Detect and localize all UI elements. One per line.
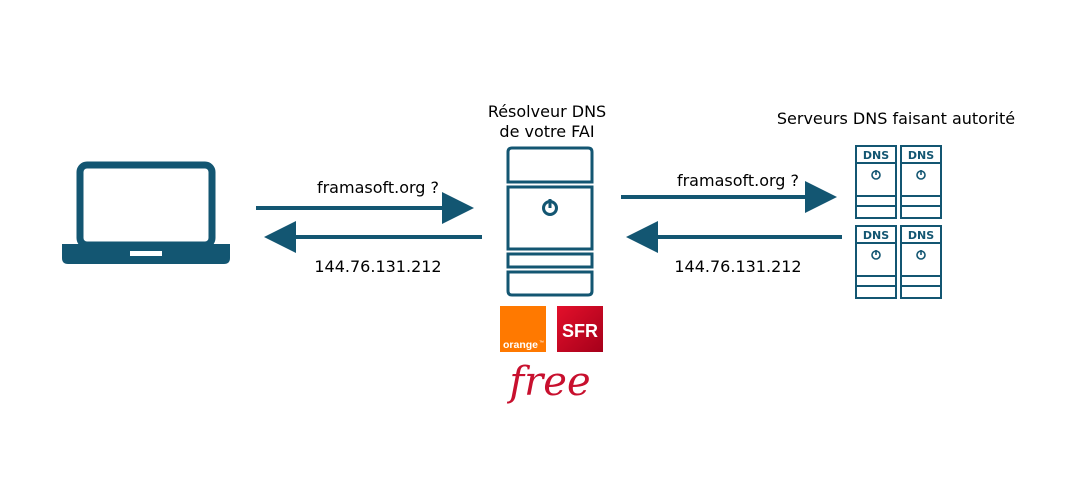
dns-server-icon: DNS	[900, 225, 942, 299]
dns-server-icon: DNS	[855, 225, 897, 299]
orange-logo: orange ™	[500, 306, 546, 352]
free-logo: free	[506, 359, 590, 405]
dns-box-label: DNS	[908, 149, 934, 162]
authoritative-title: Serveurs DNS faisant autorité	[777, 109, 1015, 128]
right-query-label: framasoft.org ?	[677, 171, 799, 190]
dns-box-label: DNS	[863, 229, 889, 242]
resolver-title-line2: de votre FAI	[499, 122, 594, 141]
dns-server-icon: DNS	[855, 145, 897, 219]
dns-server-cluster: DNS DNS DNS DNS	[855, 145, 942, 299]
free-logo-text: free	[506, 359, 590, 405]
orange-logo-tm: ™	[539, 340, 544, 346]
dns-box-label: DNS	[863, 149, 889, 162]
laptop-icon	[62, 161, 230, 264]
sfr-logo-text: SFR	[562, 321, 598, 341]
right-answer-label: 144.76.131.212	[674, 257, 801, 276]
left-answer-label: 144.76.131.212	[314, 257, 441, 276]
dns-box-label: DNS	[908, 229, 934, 242]
resolver-title-line1: Résolveur DNS	[488, 102, 606, 121]
dns-server-icon: DNS	[900, 145, 942, 219]
left-query-label: framasoft.org ?	[317, 178, 439, 197]
sfr-logo: SFR	[557, 306, 603, 352]
server-icon	[506, 146, 594, 297]
orange-logo-text: orange	[503, 339, 538, 351]
